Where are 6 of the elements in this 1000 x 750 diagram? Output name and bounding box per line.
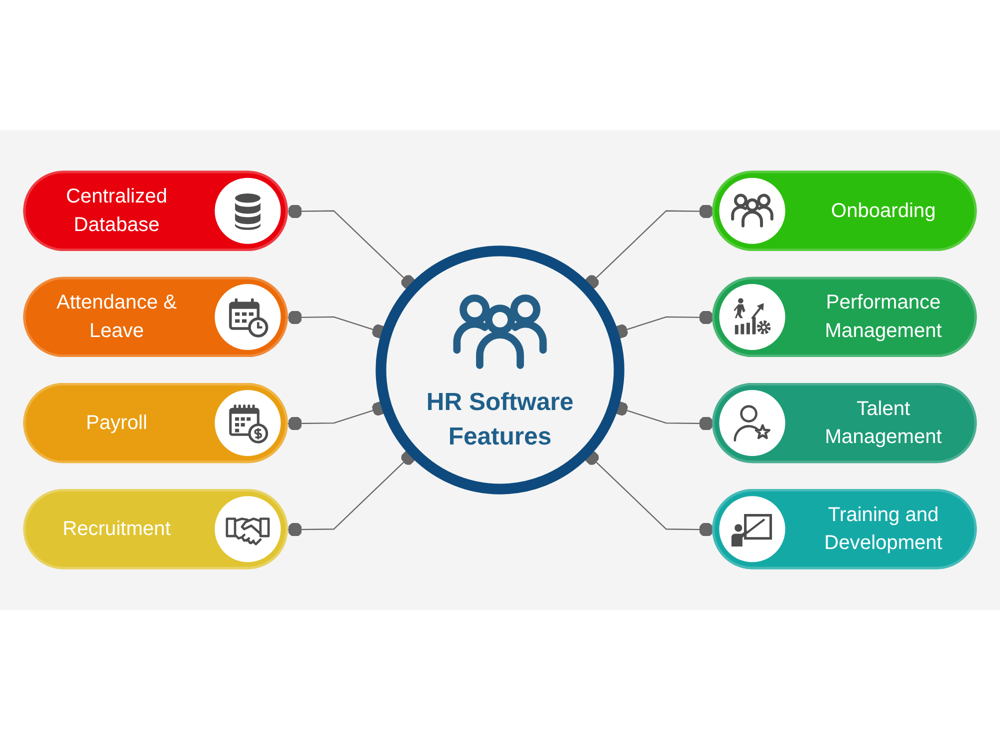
node-circle [376, 246, 624, 494]
connector [584, 204, 714, 290]
connector [287, 204, 416, 290]
connector [287, 450, 416, 537]
connector [584, 450, 714, 537]
background-band: HR Software Features Centralized Database Attendance & Leave Payroll Recruitment Onboarding Performance Management Talent Management Training and Development [0, 130, 1000, 610]
